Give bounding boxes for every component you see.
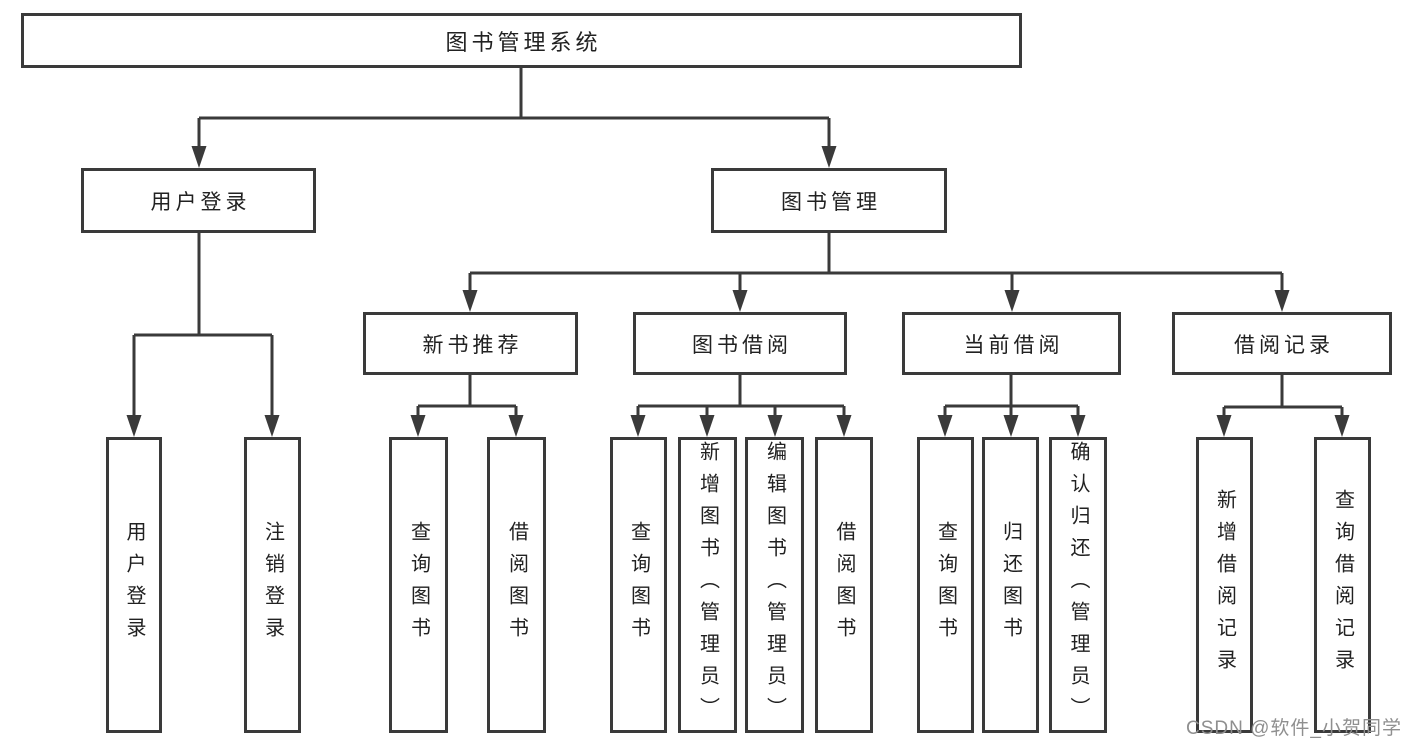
leaf-query-borrow-record: 查询借阅记录 [1314,437,1371,733]
node-new-book-recommendation: 新书推荐 [363,312,578,375]
leaf-label: 新增借阅记录 [1213,489,1236,681]
leaf-label: 用户登录 [123,521,145,649]
node-label: 新书推荐 [422,333,523,357]
leaf-label: 查询图书 [934,521,957,649]
arrow-icon [1070,415,1086,437]
leaf-return-books: 归还图书 [982,437,1039,733]
leaf-logout: 注销登录 [244,437,301,733]
connector-paths [132,68,1344,416]
node-current-borrowing: 当前借阅 [902,312,1121,375]
leaf-add-borrow-record: 新增借阅记录 [1196,437,1253,733]
node-label: 图书管理系统 [445,29,602,55]
leaf-query-books-borrowing: 查询图书 [610,437,667,733]
leaf-edit-books-admin: 编辑图书（管理员） [745,437,804,733]
node-label: 当前借阅 [963,333,1064,357]
arrow-icon [264,415,280,437]
leaf-label: 借阅图书 [505,521,528,649]
node-borrowing-records: 借阅记录 [1172,312,1392,375]
leaf-label: 新增图书（管理员） [696,441,719,729]
node-library-management-system: 图书管理系统 [21,13,1022,68]
leaf-label: 查询图书 [627,521,650,649]
arrow-icon [821,146,837,168]
arrow-icon [767,415,783,437]
leaf-label: 查询图书 [407,521,430,649]
node-label: 图书管理 [781,190,881,214]
leaf-label: 注销登录 [261,521,284,649]
watermark: CSDN @软件_小贺同学 [1186,718,1402,739]
arrow-icon [699,415,715,437]
leaf-label: 编辑图书（管理员） [763,441,786,729]
leaf-label: 确认归还（管理员） [1067,441,1089,729]
leaf-query-books-current: 查询图书 [917,437,974,733]
node-label: 借阅记录 [1234,333,1334,357]
arrow-icon [508,415,524,437]
leaf-query-books-recommend: 查询图书 [389,437,448,733]
arrow-icon [1003,415,1019,437]
arrow-icon [1334,415,1350,437]
node-book-management: 图书管理 [711,168,947,233]
arrow-icon [1216,415,1232,437]
arrow-icon [937,415,953,437]
arrow-icon [732,290,748,312]
arrow-icon [191,146,207,168]
arrow-icon [1274,290,1290,312]
leaf-confirm-return-admin: 确认归还（管理员） [1049,437,1107,733]
leaf-borrow-books-borrowing: 借阅图书 [815,437,873,733]
arrow-icon [836,415,852,437]
node-label: 图书借阅 [692,333,792,357]
leaf-user-login: 用户登录 [106,437,162,733]
leaf-add-books-admin: 新增图书（管理员） [678,437,737,733]
arrow-icon [126,415,142,437]
arrow-icon [1004,290,1020,312]
arrow-icon [462,290,478,312]
node-user-login: 用户登录 [81,168,316,233]
leaf-borrow-books-recommend: 借阅图书 [487,437,546,733]
leaf-label: 查询借阅记录 [1331,489,1354,681]
arrow-icon [630,415,646,437]
leaf-label: 归还图书 [999,521,1022,649]
arrowheads [126,146,1350,437]
node-label: 用户登录 [150,190,251,214]
arrow-icon [410,415,426,437]
leaf-label: 借阅图书 [833,521,855,649]
node-book-borrowing: 图书借阅 [633,312,847,375]
